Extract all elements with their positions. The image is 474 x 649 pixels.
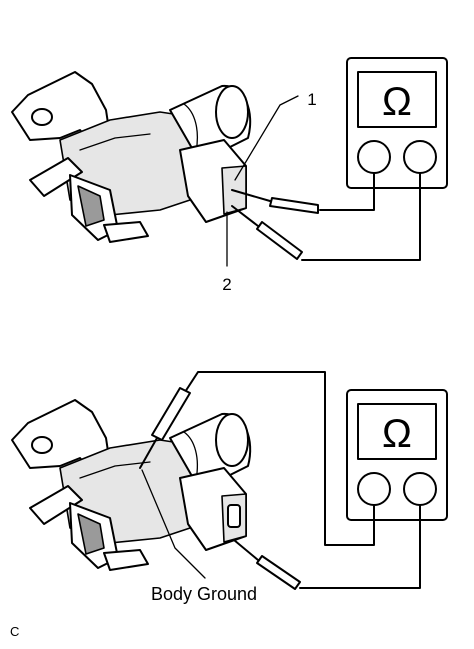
probe-tip-terminal <box>233 539 259 561</box>
cylinder-end-bottom <box>215 413 249 467</box>
bracket-hole-top <box>31 108 53 126</box>
probe-tip-2-top <box>231 205 259 227</box>
ohmmeter-display-top <box>357 71 437 128</box>
ohm-symbol-bottom: Ω <box>382 412 412 456</box>
body-edge-bottom <box>79 461 151 479</box>
body-edge-top <box>79 133 151 151</box>
meter-jack-right-top <box>403 140 437 174</box>
ohmmeter-top: Ω <box>346 57 448 189</box>
callout-1: 1 <box>234 90 317 181</box>
lead-wire-2-top <box>301 172 421 261</box>
tube-right-bottom <box>103 549 149 571</box>
lead-wire-1-top <box>319 172 375 211</box>
meter-jack-left-top <box>357 140 391 174</box>
fitting-shadow-top <box>77 185 105 227</box>
lead-wire-ground <box>184 371 375 546</box>
ohmmeter-bottom: Ω <box>346 389 448 521</box>
tube-right-top <box>103 221 149 243</box>
vsv-assembly-top <box>11 71 252 243</box>
tube-left-bottom <box>29 485 83 525</box>
probe-2-top <box>256 221 303 260</box>
lead-wire-terminal <box>299 504 421 589</box>
callout-1-leader <box>234 95 299 181</box>
probe-ground <box>151 387 191 441</box>
connector-socket-bottom <box>227 504 241 528</box>
cylinder-end-top <box>215 85 249 139</box>
probe-leads-top <box>231 172 421 261</box>
callout-2: 2 <box>222 211 232 294</box>
top-panel: Ω 1 2 <box>11 57 448 294</box>
probe-terminal <box>256 555 301 590</box>
figure-code: C <box>10 624 19 639</box>
body-ground-leader <box>141 469 206 579</box>
ohmmeter-display-bottom <box>357 403 437 460</box>
meter-jack-right-bottom <box>403 472 437 506</box>
tube-left-top <box>29 157 83 197</box>
fitting-shadow-bottom <box>77 513 105 555</box>
callout-1-label: 1 <box>307 90 316 109</box>
meter-jack-left-bottom <box>357 472 391 506</box>
probe-leads-bottom <box>139 371 421 590</box>
callout-2-label: 2 <box>222 275 231 294</box>
ohm-symbol-top: Ω <box>382 80 412 124</box>
bracket-hole-bottom <box>31 436 53 454</box>
probe-tip-ground <box>139 437 158 469</box>
body-ground-callout: Body Ground <box>141 469 257 604</box>
probe-tip-1-top <box>231 189 271 202</box>
body-ground-label: Body Ground <box>151 584 257 604</box>
bottom-panel: Ω Body Ground <box>11 371 448 604</box>
vsv-assembly-bottom <box>11 399 252 571</box>
probe-1-top <box>269 197 319 214</box>
